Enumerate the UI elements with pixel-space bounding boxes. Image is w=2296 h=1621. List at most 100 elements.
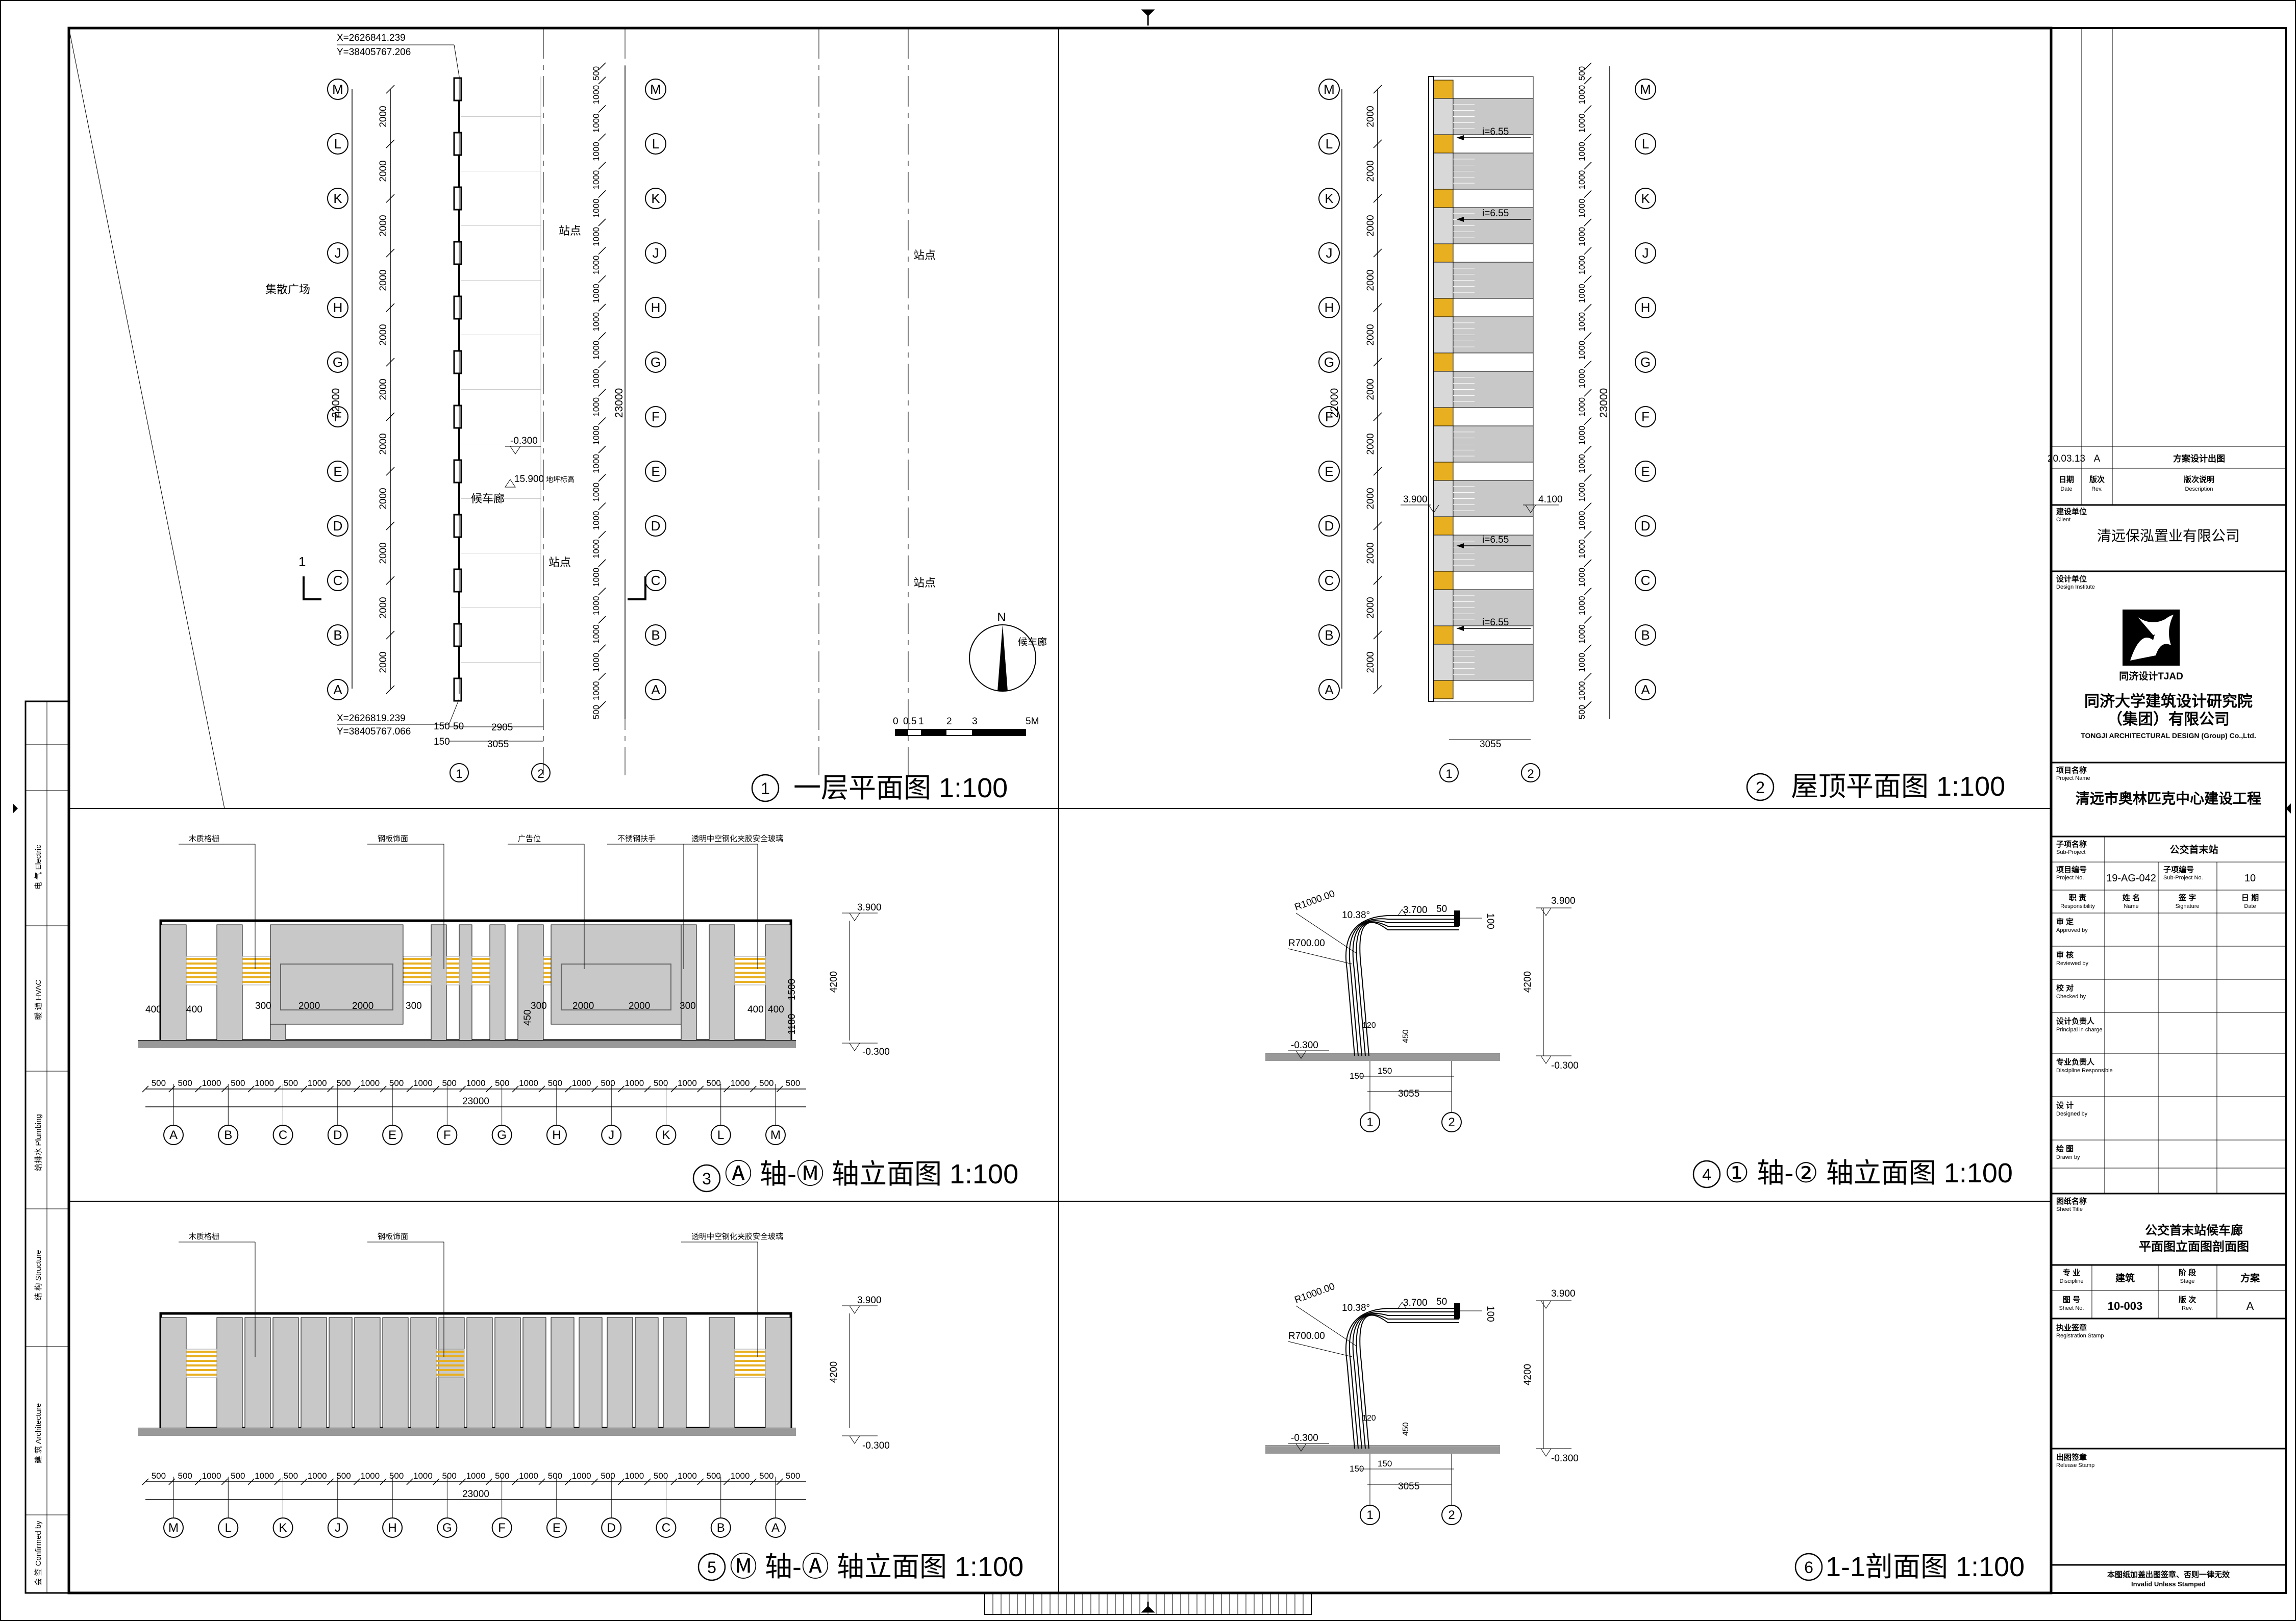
rev: A: [2247, 1300, 2254, 1312]
resp-label: 职 责: [2069, 893, 2086, 902]
e4-lvl-3900: 3.900: [1551, 896, 1576, 906]
plan-right-total: 23000: [613, 388, 625, 418]
institute-name-cn-2: （集团）有限公司: [2107, 711, 2230, 728]
e3-dim-seg: 500: [601, 1078, 615, 1088]
elev-pillar: [635, 1317, 659, 1429]
e5-axis-e: E: [553, 1521, 561, 1535]
e3-axis-c: C: [279, 1128, 287, 1142]
strip-label-architecture: 建 筑 Architecture: [34, 1403, 43, 1463]
plan-axis-label-k-right: K: [651, 191, 660, 206]
roof-level-4100: 4.100: [1538, 494, 1563, 505]
roof-wood-grille: [1432, 189, 1454, 208]
s6-dim-150a: 150: [1350, 1464, 1364, 1474]
e3-dim-seg: 1000: [519, 1078, 538, 1088]
e3-dim-seg: 1000: [308, 1078, 327, 1088]
e3-axis-b: B: [224, 1128, 232, 1142]
roof-slope-label: i=6.55: [1482, 208, 1509, 219]
roof-slope-label: i=6.55: [1482, 617, 1509, 628]
bottom-tick-strip: [984, 1592, 1312, 1615]
plan-axis-label-h-left: H: [333, 300, 343, 315]
sheet-title-2: 平面图立面图剖面图: [2139, 1239, 2249, 1254]
scale-3: 3: [972, 716, 978, 727]
roof-right-dim: 1000: [1577, 227, 1587, 246]
north-arrow: N 候车廊: [969, 611, 1047, 692]
plan-column: [453, 623, 462, 647]
roof-axis-label-b-left: B: [1325, 627, 1333, 643]
elev-pillar: [607, 1317, 633, 1429]
plan-right-dim: 1000: [591, 198, 601, 218]
s6-dim-50: 50: [1436, 1297, 1447, 1307]
e3-axis-h: H: [552, 1128, 561, 1142]
elev-pillar: [329, 1317, 353, 1429]
elev-wood-grille: [471, 956, 490, 985]
logo-caption: 同济设计TJAD: [2119, 670, 2183, 682]
elev-wood-grille: [734, 1349, 766, 1378]
project-label: 项目名称: [2056, 766, 2087, 775]
e3-dim-2000c: 2000: [572, 1001, 594, 1011]
plan-right-dim: 1000: [591, 681, 601, 700]
corridor-label: 候车廊: [471, 492, 505, 505]
station-label-2: 站点: [548, 556, 571, 569]
discipline-label: 专 业: [2063, 1268, 2080, 1277]
plan-column: [453, 568, 462, 593]
plan-axis-j-left: [327, 242, 348, 264]
roof-right-dim: 1000: [1577, 256, 1587, 275]
plan-span-dim: 2000: [378, 651, 389, 673]
project-no-label-en: Project No.: [2056, 875, 2084, 881]
e3-level-neg: -0.300: [862, 1047, 890, 1057]
e5-dim-total: 23000: [462, 1489, 489, 1500]
e3-callout-2: 广告位: [518, 834, 541, 843]
plan-right-dim: 1000: [591, 256, 601, 275]
roof-axis-label-l-right: L: [1642, 136, 1649, 151]
project-no-label: 项目编号: [2056, 865, 2087, 874]
roof-right-dim: 1000: [1577, 681, 1587, 700]
plan-axis-label-e-left: E: [333, 464, 342, 479]
canopy-frame-line: [1356, 921, 1459, 1056]
s6-lvl-neg-left: -0.300: [1291, 1433, 1318, 1443]
e5-axis-bubble-l: [218, 1517, 239, 1538]
e3-dim-300a: 300: [255, 1001, 271, 1011]
client-name: 清远保泓置业有限公司: [2097, 528, 2240, 544]
roof-axis-label-k-right: K: [1641, 191, 1650, 206]
s6-dim-100: 100: [1485, 1306, 1495, 1322]
e3-dim-seg: 500: [654, 1078, 668, 1088]
roof-level-3900: 3.900: [1403, 494, 1428, 505]
role-1: 审 核: [2056, 950, 2074, 959]
rev-date: 20.03.13: [2048, 453, 2085, 464]
e3-axis-g: G: [497, 1128, 507, 1142]
strip-label-confirmed: 会 签 Confirmed by: [34, 1521, 43, 1586]
e3-axis-j: J: [608, 1128, 614, 1142]
roof-right-total: 23000: [1598, 388, 1610, 418]
e3-callout-1: 钢板饰面: [378, 834, 408, 843]
elev-pillar: [663, 1317, 687, 1429]
roof-axis-j-right: [1635, 242, 1656, 264]
view3-title: Ⓐ 轴-Ⓜ 轴立面图 1:100: [725, 1159, 1018, 1189]
e3-dim-seg: 500: [759, 1078, 773, 1088]
date-label: 日 期: [2241, 893, 2259, 902]
e5-axis-h: H: [388, 1521, 396, 1535]
coord-top-x: X=2626841.239: [337, 33, 406, 43]
view-elevation-a-m: 木质格栅钢板饰面广告位不锈钢扶手透明中空钢化夹胶安全玻璃 3.900 -0.30…: [138, 834, 1018, 1193]
plan-dim-150a: 150: [434, 721, 450, 732]
canopy-frame-line: [1352, 1313, 1459, 1449]
project-name: 清远市奥林匹克中心建设工程: [2076, 790, 2261, 806]
e5-dim-seg: 1000: [572, 1471, 591, 1481]
plan-column: [453, 186, 462, 211]
e5-axis-g: G: [442, 1521, 452, 1535]
plan-dim-150b: 150: [434, 737, 450, 747]
elev-wood-grille: [446, 956, 460, 985]
e3-dim-seg: 500: [442, 1078, 457, 1088]
plan-column: [453, 241, 462, 265]
roof-right-dim: 500: [1577, 66, 1587, 81]
e3-axis-bubble-c: [272, 1125, 293, 1145]
roof-axis-c-left: [1318, 570, 1340, 591]
plan-level-15900: 15.900: [514, 474, 544, 485]
reg-stamp-label-en: Registration Stamp: [2056, 1333, 2104, 1339]
e3-axis-bubble-k: [656, 1125, 677, 1145]
plan-axis-label-c-left: C: [333, 573, 343, 588]
roof-wood-grille: [1432, 462, 1454, 481]
e3-dim-seg: 500: [389, 1078, 404, 1088]
scale-bar: 0 0.5 1 2 3 5M: [893, 716, 1039, 736]
plan-right-dim: 1000: [591, 113, 601, 133]
view1-number: 1: [761, 779, 770, 798]
